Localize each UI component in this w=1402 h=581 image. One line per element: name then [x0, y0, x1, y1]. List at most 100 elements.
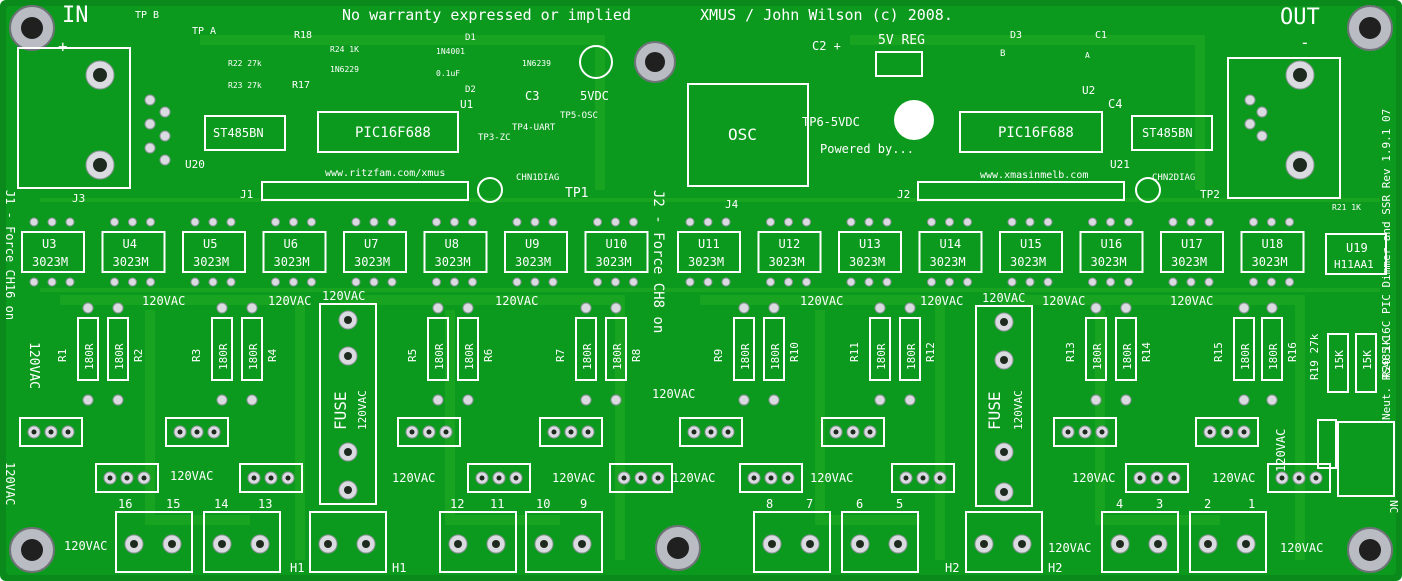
pic-right-label: PIC16F688 — [998, 125, 1074, 141]
resistor-ref: R9 — [712, 349, 725, 362]
opto-part: 3023M — [113, 255, 149, 269]
channel-5: 5 — [896, 497, 903, 511]
h1-label-a: H1 — [290, 561, 304, 575]
channel-8: 8 — [766, 497, 773, 511]
opto-row: U33023MU43023MU53023MU63023MU73023MU8302… — [21, 217, 1305, 287]
res-15k-b: 15K — [1361, 350, 1374, 370]
triac-9 — [679, 417, 743, 447]
j1-force-label: J1 - Force CH16 on — [3, 190, 17, 320]
fuse-left-label: FUSE — [331, 391, 350, 430]
tp3-label: TP3-ZC — [478, 133, 511, 143]
opto-part: 3023M — [596, 255, 632, 269]
u21-label: U21 — [1110, 158, 1130, 171]
tp5-label: TP5-OSC — [560, 111, 598, 121]
chn1-diag-led — [477, 177, 503, 203]
d2-label: D2 — [465, 85, 476, 95]
opto-part: 3023M — [274, 255, 310, 269]
triac-11 — [821, 417, 885, 447]
resistor-value: 180R — [739, 343, 752, 370]
vac-label-10: 120VAC — [392, 471, 435, 485]
opto-ref: U14 — [940, 237, 962, 251]
terminal-block-3 — [309, 511, 387, 573]
resistor-ref: R10 — [788, 342, 801, 362]
triac-8 — [609, 463, 673, 493]
terminal-block-2 — [203, 511, 281, 573]
vac-label-17: 120VAC — [1048, 541, 1091, 555]
resistor-value: 180R — [113, 343, 126, 370]
triac-4 — [239, 463, 303, 493]
c2-label: C2 + — [812, 39, 841, 53]
channel-12: 12 — [450, 497, 464, 511]
terminal-block-9 — [1101, 511, 1179, 573]
osc-label: OSC — [728, 125, 757, 144]
h2-label-b: H2 — [1048, 561, 1062, 575]
opto-ref: U17 — [1181, 237, 1203, 251]
url-left: www.ritzfam.com/xmus — [325, 168, 445, 179]
r17-label: R19 27k — [1308, 333, 1321, 380]
opto-part: 3023M — [1171, 255, 1207, 269]
vac-vertical-1: 120VAC — [26, 342, 41, 389]
channel-7: 7 — [806, 497, 813, 511]
opto-ref: U3 — [42, 237, 56, 251]
st485-left-label: ST485BN — [213, 126, 264, 140]
resistor-value: 180R — [433, 343, 446, 370]
opto-u3: U3 3023M — [21, 217, 85, 287]
resistor-value: 180R — [1091, 343, 1104, 370]
opto-u16: U16 3023M — [1079, 217, 1144, 287]
5vdc-label: 5VDC — [580, 89, 609, 103]
u19-outline — [1325, 233, 1387, 275]
st485-left-outline — [204, 115, 286, 151]
opto-part: 3023M — [32, 255, 68, 269]
h11aa1-label: H11AA1 — [1334, 258, 1374, 271]
nc-terminal — [1337, 421, 1395, 497]
vac-label-3: 120VAC — [495, 294, 538, 308]
opto-part: 3023M — [1091, 255, 1127, 269]
credit-text: XMUS / John Wilson (c) 2008. — [700, 6, 953, 24]
u1-label: U1 — [460, 98, 473, 111]
channel-4: 4 — [1116, 497, 1123, 511]
channel-2: 2 — [1204, 497, 1211, 511]
vac-label-12: 120VAC — [672, 471, 715, 485]
vac-label-9: 120VAC — [170, 469, 213, 483]
5v-reg-outline — [875, 51, 923, 77]
diode-1n4001: B — [1000, 49, 1005, 59]
cap-5vdc — [579, 45, 613, 79]
u19-pads — [1317, 419, 1337, 469]
vac-label-16: 120VAC — [64, 539, 107, 553]
j4-label: TP2 — [1200, 188, 1220, 201]
tp6-label: TP6-5VDC — [802, 115, 860, 129]
pic-right-outline — [959, 111, 1103, 153]
chn1-label: CHN1DIAG — [516, 173, 559, 183]
opto-part: 3023M — [849, 255, 885, 269]
opto-part: 3023M — [193, 255, 229, 269]
opto-ref: U16 — [1101, 237, 1123, 251]
fuse-right-top-vac: 120VAC — [982, 291, 1025, 305]
warranty-text: No warranty expressed or implied — [342, 6, 631, 24]
vac-label-14: 120VAC — [1072, 471, 1115, 485]
vac-label-6: 120VAC — [1042, 294, 1085, 308]
vac-label-11: 120VAC — [552, 471, 595, 485]
res-15k-a: 15K — [1333, 350, 1346, 370]
j1-label: J3 — [72, 192, 85, 205]
fuse-right-vac: 120VAC — [1012, 390, 1025, 430]
channel-15: 15 — [166, 497, 180, 511]
tp1-label: TP A — [192, 26, 216, 37]
resistor-value: 180R — [463, 343, 476, 370]
resistor-ref: R2 — [132, 349, 145, 362]
triac-14 — [1125, 463, 1189, 493]
triac-5 — [397, 417, 461, 447]
channel-13: 13 — [258, 497, 272, 511]
r22-label: R24 1K — [330, 45, 359, 54]
